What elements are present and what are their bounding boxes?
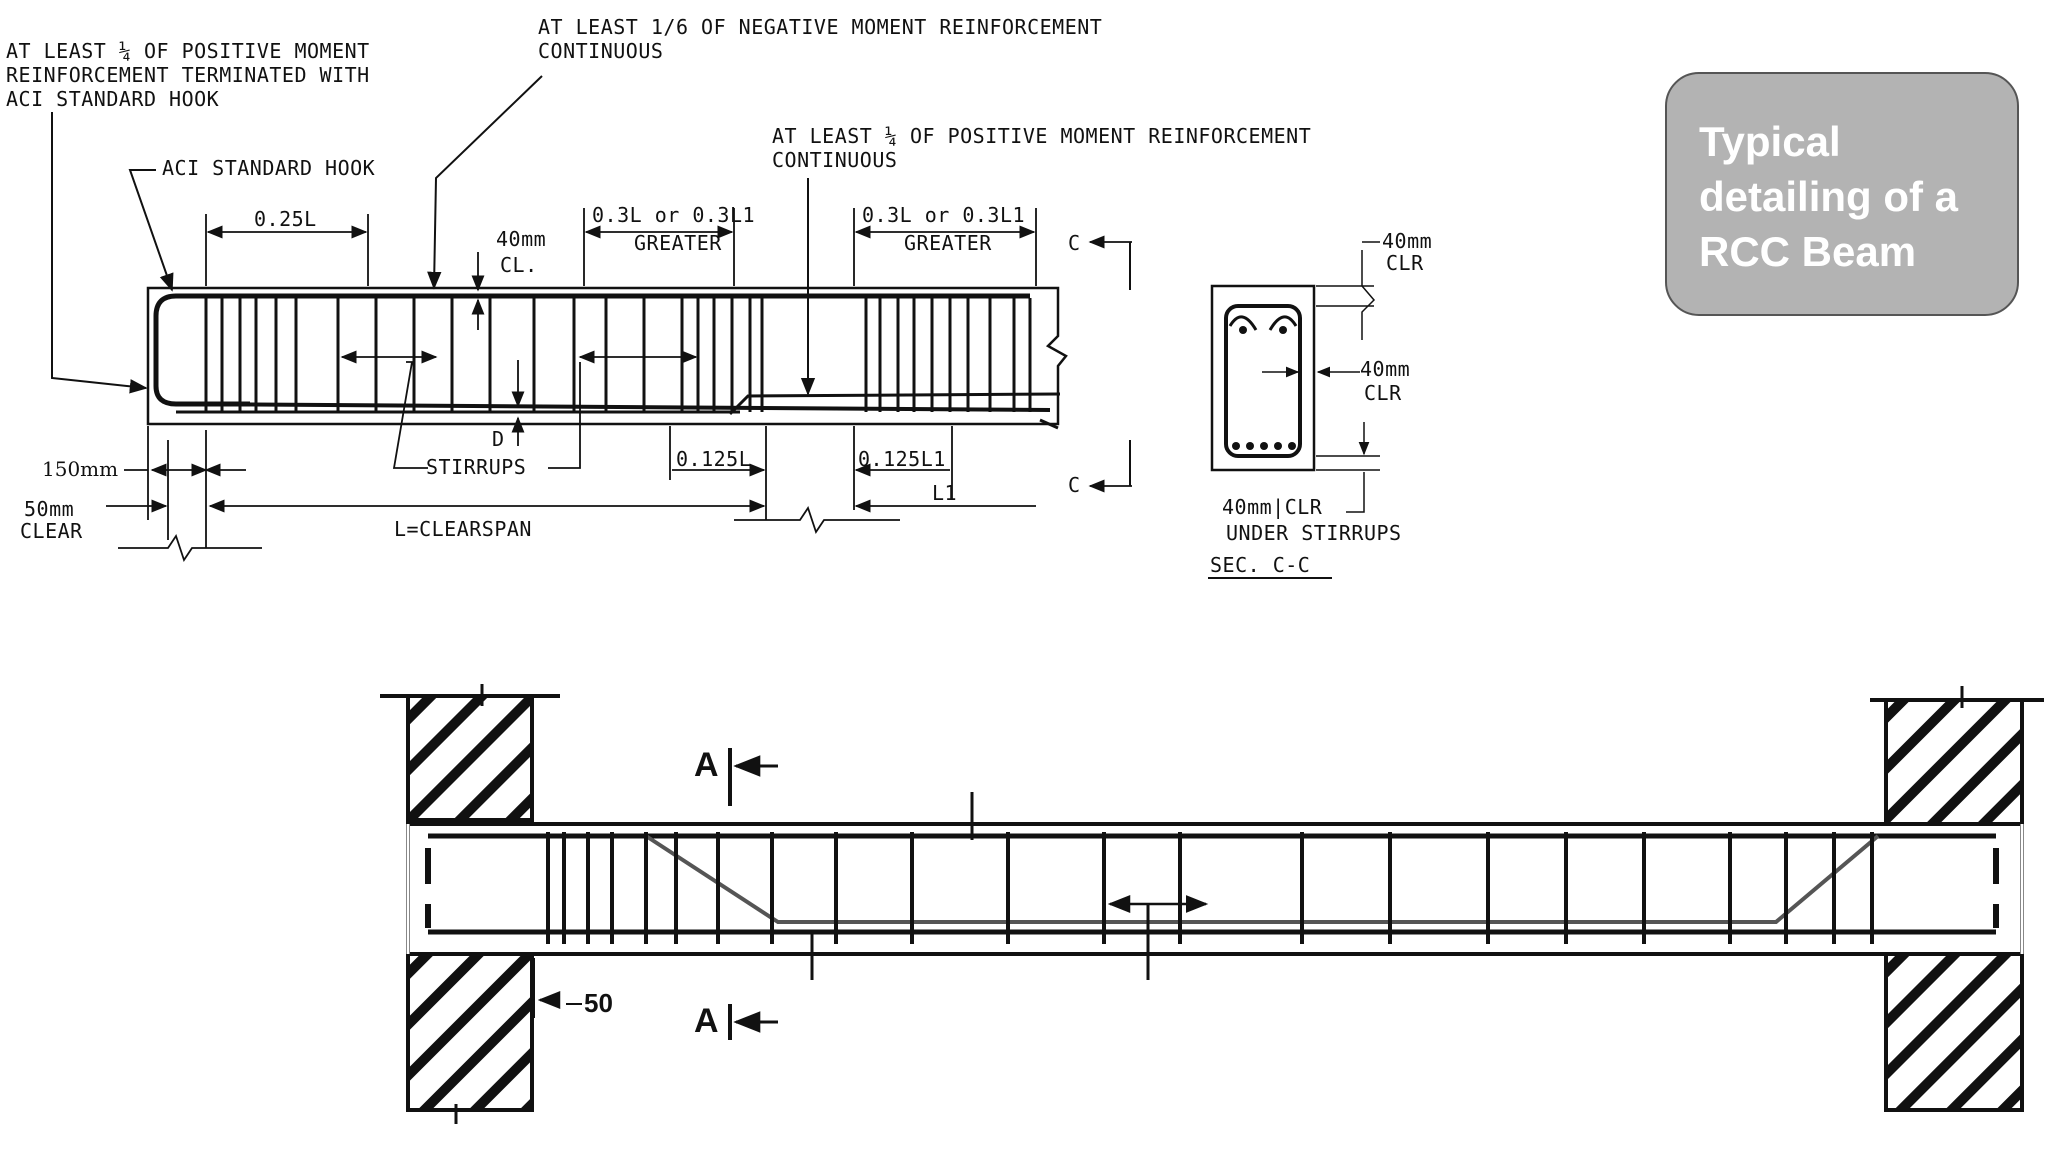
stirrup-hook-right <box>1268 315 1298 331</box>
hook-label: ACI STANDARD HOOK <box>162 156 375 180</box>
clearspan-label: L=CLEARSPAN <box>394 517 532 541</box>
note-positive-terminated-line3: ACI STANDARD HOOK <box>6 87 219 111</box>
left-column-bottom <box>406 952 534 1112</box>
note-positive-continuous-line2: CONTINUOUS <box>772 148 897 172</box>
stirrups-leader-left <box>392 361 428 469</box>
cut-a-bottom-label: A <box>694 1002 719 1040</box>
dim-50mm-label: 50mm <box>24 497 74 521</box>
note-positive-terminated-line2: REINFORCEMENT TERMINATED WITH <box>6 63 370 87</box>
note-negative-continuous-line1: AT LEAST 1/6 OF NEGATIVE MOMENT REINFORC… <box>538 15 1102 39</box>
dim-03L-a-line2: GREATER <box>634 231 722 255</box>
section-bar <box>1274 442 1282 450</box>
dim-03L-a-line1: 0.3L or 0.3L1 <box>592 203 755 227</box>
section-cover-bottom-under: UNDER STIRRUPS <box>1226 521 1402 545</box>
dim-L1-label: L1 <box>932 481 957 505</box>
section-bar <box>1246 442 1254 450</box>
section-cc: 40mm CLR 40mm CLR 40mm|CLR UNDER STIRRUP… <box>1208 229 1432 579</box>
cut-c-bottom-label: C <box>1068 473 1081 497</box>
dim-D-label: D <box>492 427 505 451</box>
title-card: Typical detailing of a RCC Beam <box>1665 72 2019 316</box>
section-title: SEC. C-C <box>1210 553 1310 577</box>
note-positive-continuous-line1: AT LEAST ¼ OF POSITIVE MOMENT REINFORCEM… <box>772 124 1311 148</box>
note-positive-terminated-line1: AT LEAST ¼ OF POSITIVE MOMENT <box>6 39 370 63</box>
left-column-top <box>406 694 534 822</box>
bottom-bar-splice <box>728 392 1061 416</box>
dim-025L-label: 0.25L <box>254 207 317 231</box>
section-outline <box>1210 284 1316 472</box>
section-cover-top-40mm: 40mm <box>1382 229 1432 253</box>
stirrup-hook-left <box>1228 315 1258 331</box>
section-bar <box>1260 442 1268 450</box>
section-break <box>1361 250 1376 340</box>
right-column-bottom <box>1884 952 2024 1112</box>
section-cover-side-40mm: 40mm <box>1360 357 1410 381</box>
title-line3: RCC Beam <box>1699 228 1917 275</box>
title-line2: detailing of a <box>1699 173 1959 220</box>
bottom-bar <box>175 402 1051 412</box>
top-bar-with-hook <box>153 293 1030 407</box>
dim-150mm-label: 150mm <box>42 457 118 481</box>
section-bottom-leader <box>1346 472 1365 513</box>
title-line1: Typical <box>1699 118 1841 165</box>
note-negative-continuous-line2: CONTINUOUS <box>538 39 663 63</box>
section-stirrup <box>1224 304 1302 458</box>
dim-50-label: 50 <box>584 988 613 1018</box>
section-cover-top-clr: CLR <box>1386 251 1424 275</box>
elevation-stirrups <box>204 298 1032 412</box>
section-bar <box>1239 326 1247 334</box>
section-bar <box>1232 442 1240 450</box>
leader-positive-terminated <box>51 112 148 394</box>
beam-outline <box>146 286 1068 426</box>
cut-c-top-label: C <box>1068 231 1081 255</box>
elevation-detail: AT LEAST ¼ OF POSITIVE MOMENT REINFORCEM… <box>6 15 1311 563</box>
right-column-top <box>1884 698 2024 826</box>
break-line-mid <box>734 505 900 535</box>
section-bar <box>1288 442 1296 450</box>
leader-negative-continuous <box>427 75 543 290</box>
cover-cl-label: CL. <box>500 253 538 277</box>
break-line-left <box>118 533 262 563</box>
cut-a-top-label: A <box>694 746 719 784</box>
section-cover-side-clr: CLR <box>1364 381 1402 405</box>
dim-03L-b-line2: GREATER <box>904 231 992 255</box>
stirrups-label: STIRRUPS <box>426 455 526 479</box>
stirrups-leader-right <box>548 362 581 469</box>
dim-03L-b-line1: 0.3L or 0.3L1 <box>862 203 1025 227</box>
cover-40mm-label: 40mm <box>496 227 546 251</box>
dim-0125L-a-label: 0.125L <box>676 447 751 471</box>
dim-clear-label: CLEAR <box>20 519 83 543</box>
lower-bent-up-bar <box>644 834 1880 924</box>
lower-stirrups <box>546 832 1874 944</box>
section-cover-bottom-label: 40mm|CLR <box>1222 495 1323 519</box>
leader-hook <box>128 169 174 292</box>
lower-beam-elevation: A A 50 <box>380 684 2044 1124</box>
section-bar <box>1279 326 1287 334</box>
bar-end <box>1039 418 1059 430</box>
dim-0125L-b-label: 0.125L1 <box>858 447 946 471</box>
